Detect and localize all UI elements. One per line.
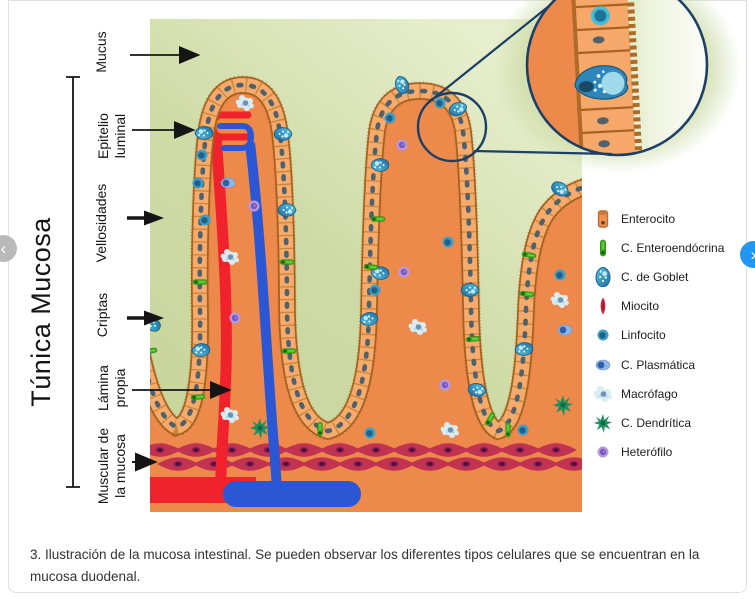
dendritic-cell-icon bbox=[594, 413, 612, 433]
legend-label: C. Enteroendócrina bbox=[621, 240, 725, 255]
chevron-left-icon: ‹ bbox=[0, 239, 7, 258]
legend-item: Heterófilo bbox=[593, 438, 743, 467]
legend-label: Macrófago bbox=[621, 386, 678, 401]
epithelium-nuclei bbox=[150, 82, 582, 434]
legend-label: C. Dendrítica bbox=[621, 415, 692, 430]
legend-item: C. de Goblet bbox=[593, 262, 743, 291]
legend-item: Miocito bbox=[593, 292, 743, 321]
lymphocyte-icon bbox=[597, 329, 609, 341]
epitelio-line2: luminal bbox=[112, 113, 128, 159]
prev-slide-button[interactable]: ‹ bbox=[0, 235, 17, 262]
legend-item: Linfocito bbox=[593, 321, 743, 350]
muscular-line2: la mucosa bbox=[112, 434, 128, 498]
enterocito-icon bbox=[597, 209, 609, 228]
heterophil-icon bbox=[597, 446, 609, 458]
legend-label: C. de Goblet bbox=[621, 269, 689, 284]
vellosidades-label: Vellosidades bbox=[93, 183, 109, 263]
artery-red-vessel bbox=[210, 135, 232, 488]
legend-label: Miocito bbox=[621, 299, 660, 314]
plasma-cell-icon bbox=[595, 359, 611, 371]
caption-line2: mucosa duodenal. bbox=[30, 569, 141, 584]
chevron-right-icon: › bbox=[751, 245, 755, 264]
legend-label: Linfocito bbox=[621, 328, 666, 343]
legend-label: C. Plasmática bbox=[621, 357, 696, 372]
mucus-label: Mucus bbox=[93, 31, 109, 73]
legend: Enterocito C. Enteroendócrina C. de Gobl… bbox=[593, 204, 743, 467]
enteroendocrine-cell-icon bbox=[599, 239, 607, 257]
tunica-mucosa-label: Túnica Mucosa bbox=[26, 217, 56, 407]
figure-caption: 3. Ilustración de la mucosa intestinal. … bbox=[30, 544, 730, 588]
legend-item: C. Plasmática bbox=[593, 350, 743, 379]
legend-item: C. Enteroendócrina bbox=[593, 233, 743, 262]
criptas-label: Criptas bbox=[94, 292, 110, 338]
goblet-cell-icon bbox=[595, 266, 611, 287]
next-slide-button[interactable]: › bbox=[740, 241, 755, 268]
caption-line1: 3. Ilustración de la mucosa intestinal. … bbox=[30, 547, 700, 562]
legend-label: Enterocito bbox=[621, 211, 676, 226]
mucosa-illustration bbox=[150, 19, 582, 512]
epithelium bbox=[150, 75, 582, 442]
legend-label: Heterófilo bbox=[621, 445, 673, 460]
legend-item: Enterocito bbox=[593, 204, 743, 233]
legend-item: Macrófago bbox=[593, 379, 743, 408]
myocyte-icon bbox=[600, 297, 606, 315]
muscular-line1: Muscular de bbox=[95, 427, 111, 505]
capillary-loop-blue bbox=[217, 123, 255, 151]
macrophage-icon bbox=[593, 385, 612, 402]
muscular-mucosa-label: Muscular de la mucosa bbox=[95, 416, 129, 516]
legend-item: C. Dendrítica bbox=[593, 408, 743, 437]
